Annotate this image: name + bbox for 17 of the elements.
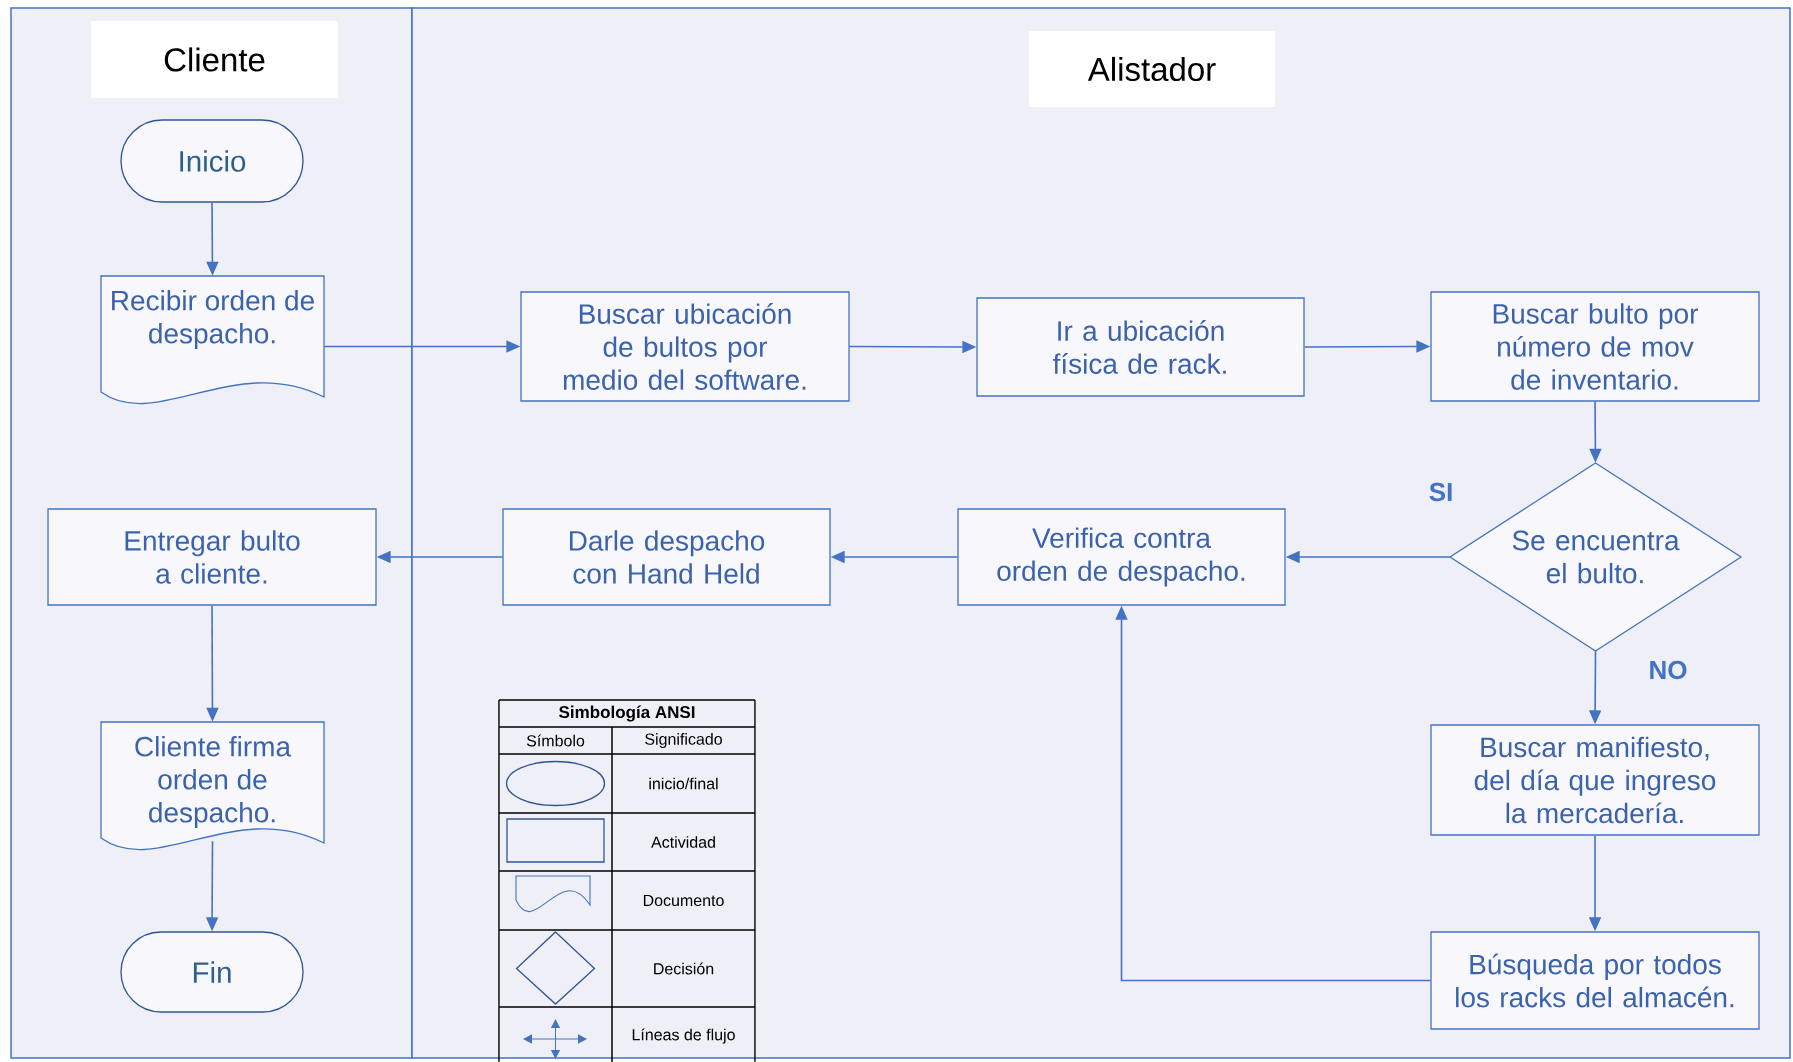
process-box: Buscar manifiesto, del día que ingreso la mercadería. (1430, 724, 1760, 836)
legend-text: Actividad (651, 836, 715, 848)
legend-text: Líneas de flujo (632, 1028, 735, 1044)
process-box: Búsqueda por todos los racks del almacén. (1430, 931, 1760, 1030)
legend-text: inicio/final (649, 777, 718, 790)
column-header: Significado (645, 733, 722, 748)
table-title: Simbología ANSI (559, 705, 695, 722)
column-header: Símbolo (526, 734, 585, 747)
edge-label: NO (1650, 660, 1687, 680)
process-box: Buscar ubicación de bultos por medio del software. (520, 291, 850, 402)
legend-text: Documento (643, 894, 724, 907)
process-box: Entregar bulto a cliente. (47, 508, 377, 606)
process-box: Verifica contra orden de despacho. (957, 508, 1286, 606)
process-box: Ir a ubicación física de rack. (976, 297, 1305, 397)
process-box: Buscar bulto por número de mov de inventario. (1430, 291, 1760, 402)
process-box: Darle despacho con Hand Held (502, 508, 831, 606)
legend-text: Decisión (654, 962, 714, 975)
